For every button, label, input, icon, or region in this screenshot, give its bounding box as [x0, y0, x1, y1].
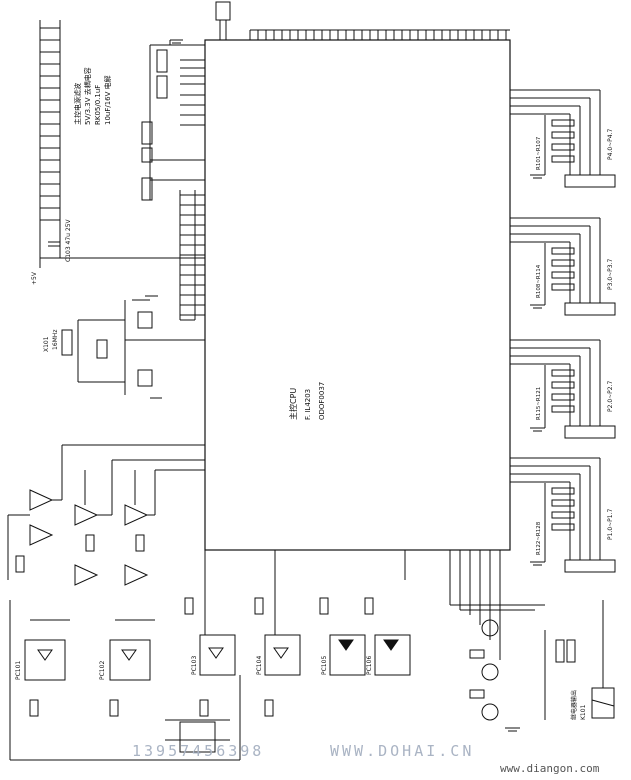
- watermark-phone: 13957456398: [132, 742, 265, 760]
- block-ref-1: R101~R107: [536, 136, 542, 170]
- cpu-code: ODOF0037: [318, 382, 326, 420]
- block-label-4: P1.0~P1.7: [607, 508, 614, 540]
- opto-label-5: PC105: [321, 656, 328, 675]
- power-note-3: RK05/0.1uF: [94, 85, 102, 125]
- crystal-ref: X101: [43, 336, 50, 352]
- cpu-part: F. IL4203: [304, 389, 312, 420]
- opto-label-3: PC103: [191, 656, 198, 675]
- block-ref-4: R122~R128: [536, 521, 542, 555]
- block-label-3: P2.0~P2.7: [607, 380, 614, 412]
- cpu-title: 主控CPU: [288, 388, 298, 420]
- crystal-label: 16MHz: [52, 330, 59, 350]
- opto-label-1: PC101: [15, 661, 22, 680]
- driver-section: [449, 550, 615, 721]
- relay-note: 继电器输出: [570, 690, 578, 720]
- opto-section: [9, 550, 411, 761]
- right-port-blocks: [510, 89, 616, 573]
- opto-label-4: PC104: [256, 656, 263, 675]
- cpu-body: [204, 39, 511, 551]
- block-ref-3: R115~R121: [536, 387, 542, 420]
- block-ref-2: R108~R114: [536, 264, 542, 298]
- crystal-circuit: [61, 295, 205, 399]
- power-note-4: 10uF/16V 电解: [103, 75, 112, 125]
- vcc-tag: +5V: [31, 271, 38, 285]
- cpu-top-pins: [219, 20, 510, 40]
- power-note-1: 主控电源滤波: [73, 83, 82, 125]
- decoupling-ladder: [39, 20, 205, 268]
- relay-label: K101: [580, 704, 587, 720]
- opto-label-6: PC106: [366, 656, 373, 675]
- cpu-left-pins: [149, 39, 205, 321]
- block-label-1: P4.0~P4.7: [607, 128, 614, 160]
- block-label-2: P3.0~P3.7: [607, 258, 614, 290]
- opamp-section: [7, 444, 205, 586]
- opto-label-2: PC102: [99, 661, 106, 680]
- decoupling-label: C103 47u 25V: [65, 218, 72, 262]
- ground-symbols: [170, 39, 545, 732]
- power-note-2: 5V/3.3V 去耦电容: [83, 67, 92, 125]
- watermark-site: WWW.DOHAI.CN: [330, 742, 475, 760]
- watermark-corner: www.diangon.com: [500, 762, 600, 775]
